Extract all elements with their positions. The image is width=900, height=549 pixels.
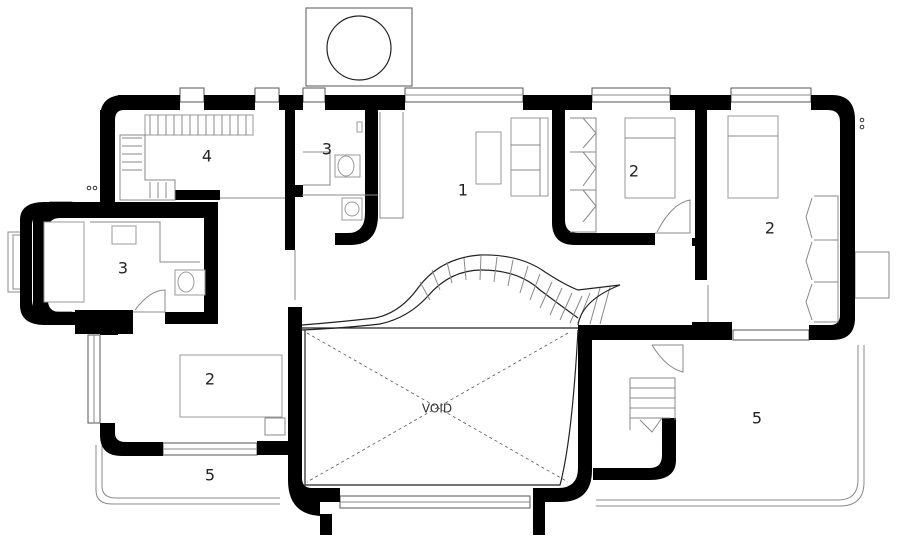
room-label-4: 4 bbox=[202, 147, 212, 166]
outline-lines bbox=[7, 231, 890, 507]
stair-and-void bbox=[300, 254, 621, 486]
room-label-5-left: 5 bbox=[205, 466, 215, 485]
room-label-5-right: 5 bbox=[752, 409, 762, 428]
room-labels: 4 3 1 2 2 3 2 5 5 VOID bbox=[118, 140, 775, 485]
room-label-2-bottom: 2 bbox=[205, 370, 215, 389]
marks bbox=[86, 117, 865, 191]
room-label-3-top: 3 bbox=[322, 140, 332, 159]
walls bbox=[20, 95, 855, 535]
room-label-3-left: 3 bbox=[118, 259, 128, 278]
skylight bbox=[305, 7, 413, 87]
void-label: VOID bbox=[422, 402, 452, 416]
furniture bbox=[43, 112, 839, 436]
room-label-2-top: 2 bbox=[629, 162, 639, 181]
room-label-2-right: 2 bbox=[765, 219, 775, 238]
room-label-1: 1 bbox=[458, 181, 468, 200]
